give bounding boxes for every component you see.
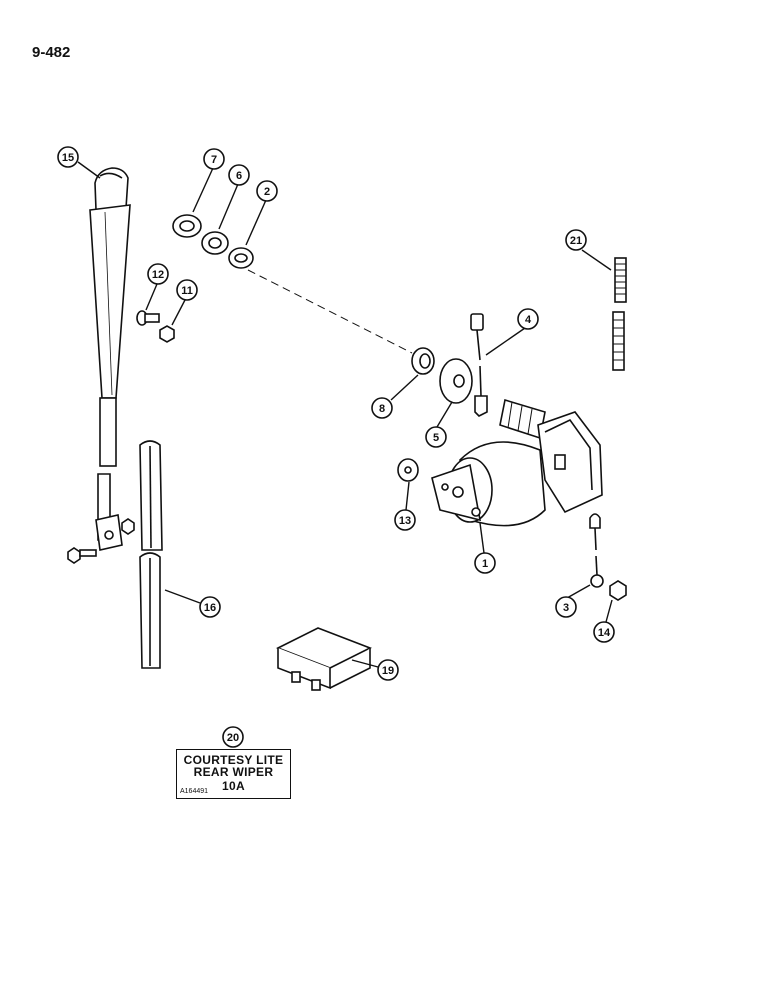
svg-text:4: 4: [525, 314, 532, 326]
nut-washer-stack: [172, 214, 254, 269]
callout-5: 4: [517, 308, 539, 330]
svg-text:14: 14: [598, 627, 611, 639]
svg-text:1: 1: [482, 558, 488, 570]
svg-text:7: 7: [211, 154, 217, 166]
callout-11: 11: [176, 279, 198, 301]
threaded-stud-part: [612, 257, 627, 371]
svg-text:3: 3: [563, 602, 569, 614]
wiper-arm-part: [67, 167, 135, 564]
callout-2: 2: [256, 180, 278, 202]
callout-13: 13: [394, 509, 416, 531]
svg-text:5: 5: [433, 432, 439, 444]
blade-fuse-part: [276, 627, 372, 691]
fuse-label-decal: COURTESY LITE REAR WIPER 10A A164491: [176, 749, 291, 799]
bushing-washer-part: [411, 347, 473, 404]
svg-text:8: 8: [379, 403, 385, 415]
washer-13-part: [397, 458, 419, 482]
svg-text:12: 12: [152, 269, 164, 281]
callout-14: 14: [593, 621, 615, 643]
svg-text:2: 2: [264, 186, 270, 198]
callout-20: 20: [222, 726, 244, 748]
callout-1: 1: [474, 552, 496, 574]
label-line-3: 10A: [222, 779, 245, 793]
wiper-motor-part: [431, 398, 603, 527]
callout-15: 15: [57, 146, 79, 168]
leader-lines: [77, 161, 613, 668]
callout-7: 5: [425, 426, 447, 448]
svg-text:16: 16: [204, 602, 216, 614]
callout-6: 3: [555, 596, 577, 618]
page-number: 9-482: [32, 44, 71, 61]
callout-8: 8: [371, 397, 393, 419]
svg-text:21: 21: [570, 235, 582, 247]
alignment-line: [247, 269, 413, 354]
svg-text:11: 11: [181, 285, 193, 297]
screw-and-nut-part: [136, 310, 175, 343]
callout-4: 7: [203, 148, 225, 170]
label-line-1: COURTESY LITE: [183, 753, 284, 767]
callout-3: 6: [228, 164, 250, 186]
svg-text:20: 20: [227, 732, 239, 744]
callout-12: 12: [147, 263, 169, 285]
callout-21: 21: [565, 229, 587, 251]
svg-text:19: 19: [382, 665, 394, 677]
svg-text:15: 15: [62, 152, 74, 164]
ring-terminal-and-nut-part: [589, 513, 627, 601]
callout-19: 19: [377, 659, 399, 681]
connector-lead-part: [470, 313, 488, 417]
callout-16: 16: [199, 596, 221, 618]
svg-text:6: 6: [236, 170, 242, 182]
svg-text:13: 13: [399, 515, 411, 527]
label-code: A164491: [180, 788, 209, 795]
callout-bubbles: 15 7 6 2 12 11 8 5 4 1 13 3 14 21 16 19 …: [57, 146, 615, 748]
wiper-blade-part: [139, 440, 163, 669]
label-line-2: REAR WIPER: [193, 765, 274, 779]
